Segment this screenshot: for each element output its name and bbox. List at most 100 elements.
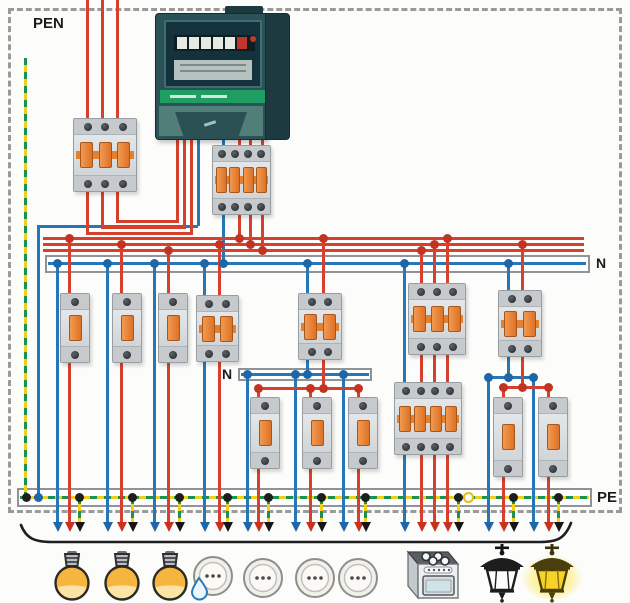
screw-icon <box>123 297 131 306</box>
terminal-cap <box>409 338 465 354</box>
wire-phase-supply <box>101 0 104 118</box>
screw-icon <box>401 442 410 451</box>
breaker-lever <box>501 424 515 450</box>
lamp-icon <box>152 551 188 601</box>
arrow-phase <box>164 522 174 532</box>
terminal-cap <box>303 398 331 414</box>
wire-phase <box>101 192 104 227</box>
junction-dot <box>246 240 255 249</box>
wire-neutral <box>342 374 345 522</box>
wire-phase <box>420 250 423 283</box>
breaker-lever <box>117 142 131 168</box>
lamp-icon <box>54 551 90 601</box>
phase-bus-l2 <box>43 243 584 246</box>
terminal-cap <box>74 175 136 191</box>
wire-neutral <box>153 263 156 522</box>
arrow-neutral <box>339 522 349 532</box>
screw-icon <box>401 386 410 395</box>
wire-phase <box>322 360 325 388</box>
pe-terminal-ring <box>463 492 474 503</box>
lantern-off-icon <box>480 544 524 603</box>
wire-phase <box>420 455 423 522</box>
arrow-neutral <box>484 522 494 532</box>
stove-switch-4p <box>394 382 462 455</box>
terminal-cap <box>499 340 541 356</box>
junction-dot <box>430 240 439 249</box>
wire-phase <box>86 232 193 235</box>
screw-icon <box>324 297 333 306</box>
arrow-pe <box>128 522 138 532</box>
junction-dot <box>22 493 31 502</box>
wire-neutral <box>306 263 309 293</box>
breaker-body <box>349 414 377 452</box>
meter-digit <box>225 37 235 49</box>
terminal-cap <box>494 398 522 414</box>
terminal-cap <box>349 398 377 414</box>
breaker-lever <box>322 313 336 340</box>
breaker-lever <box>120 315 134 341</box>
arrow-phase <box>354 522 364 532</box>
breaker-lever <box>430 306 444 332</box>
wire-neutral <box>532 377 535 522</box>
screw-icon <box>504 464 512 473</box>
meter-face <box>155 13 272 140</box>
arrow-phase <box>499 522 509 532</box>
screw-icon <box>507 344 516 353</box>
arrow-phase <box>430 522 440 532</box>
screw-icon <box>446 442 455 451</box>
screw-icon <box>417 342 425 351</box>
breaker-lever <box>429 405 442 432</box>
wire-phase <box>446 238 449 283</box>
breaker-lever <box>398 405 411 432</box>
screw-icon <box>118 179 127 188</box>
meter-brand-band <box>160 90 272 103</box>
wire-phase <box>101 226 186 229</box>
screw-icon <box>449 342 457 351</box>
breaker-lever <box>546 424 560 450</box>
socket-breaker-3 <box>348 397 378 469</box>
junction-dot <box>417 246 426 255</box>
junction-dot <box>518 383 527 392</box>
screw-icon <box>416 386 425 395</box>
energy-meter <box>155 6 290 140</box>
screw-icon <box>359 456 367 465</box>
meter-digit <box>213 37 223 49</box>
terminal-cap <box>349 452 377 468</box>
arrow-neutral <box>400 522 410 532</box>
meter-nameplate <box>174 60 252 80</box>
lever-band <box>199 324 236 333</box>
screw-icon <box>221 299 230 308</box>
socket-icon <box>243 558 283 598</box>
breaker-body <box>494 414 522 460</box>
wire-phase <box>183 133 186 227</box>
breaker-body <box>61 310 89 346</box>
bathroom-socket-breaker-2p <box>196 295 239 362</box>
screw-icon <box>261 401 269 410</box>
wire-neutral <box>37 226 40 497</box>
wire-phase-supply <box>86 0 89 118</box>
input-breaker-4p <box>212 145 271 215</box>
screw-icon <box>313 401 321 410</box>
terminal-cap <box>494 460 522 476</box>
screw-icon <box>244 149 252 158</box>
junction-dot <box>303 259 312 268</box>
breaker-body <box>251 414 279 452</box>
lever-band <box>501 319 539 328</box>
breaker-body <box>74 135 136 175</box>
meter-digit <box>177 37 187 49</box>
wire-phase <box>120 363 123 522</box>
wire-neutral <box>487 377 490 522</box>
junction-dot <box>303 370 312 379</box>
breaker-lever <box>258 420 272 446</box>
junction-dot <box>65 234 74 243</box>
terminal-cap <box>213 198 270 214</box>
junction-dot <box>504 259 513 268</box>
breaker-body <box>113 310 141 346</box>
meter-terminal-cover <box>175 112 247 138</box>
junction-dot <box>554 493 563 502</box>
terminal-cap <box>409 284 465 300</box>
screw-icon <box>307 347 316 356</box>
junction-dot <box>128 493 137 502</box>
meter-digit <box>201 37 211 49</box>
